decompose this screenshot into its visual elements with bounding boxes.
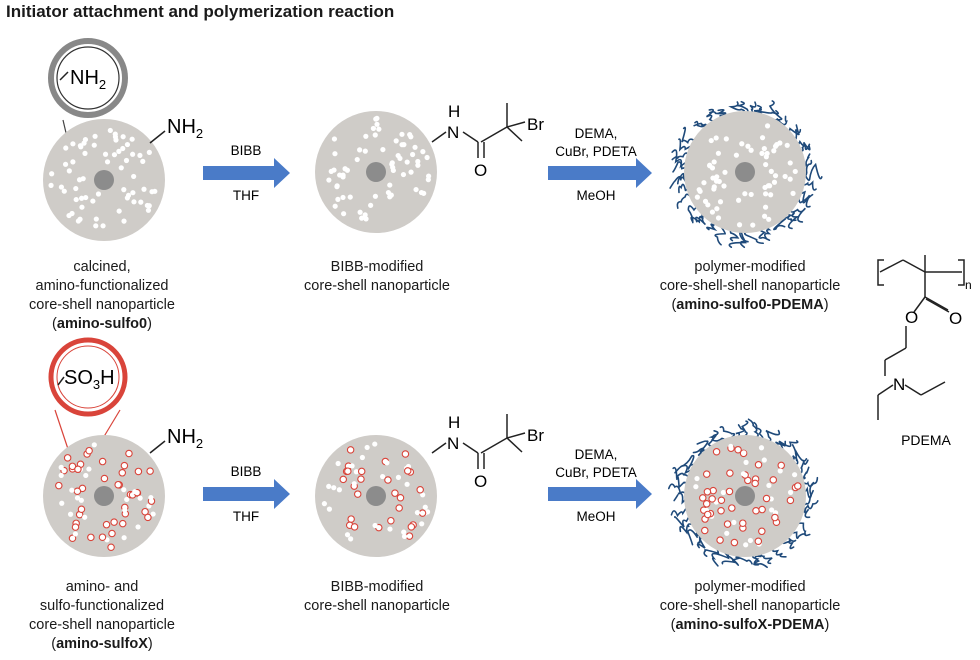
pdema-label: PDEMA (901, 432, 951, 448)
initiator-br: Br (527, 115, 544, 134)
pdema-repeat-n: n (965, 278, 972, 292)
pdema-ester-o: O (905, 308, 918, 327)
initiator-n-2: N (447, 434, 459, 453)
caption-bibb-modified: BIBB-modified core-shell nanoparticle (304, 259, 450, 294)
particle-polymer-modified (669, 100, 823, 249)
pdema-carbonyl-o: O (949, 309, 962, 328)
callout-text-so3h: SO3H (64, 367, 115, 392)
initiator-br-2: Br (527, 426, 544, 445)
initiator-n: N (447, 123, 459, 142)
bibb-initiator-structure (431, 103, 526, 158)
particle-bibb-modified-2 (315, 435, 437, 557)
particle-polymer-modified-2 (667, 418, 819, 569)
particle-core (366, 486, 386, 506)
caption-amino-sulfox: amino- and sulfo-functionalized core-she… (29, 579, 175, 652)
reaction-arrow-bibb-2 (203, 479, 290, 509)
pdema-structure (877, 255, 965, 420)
reagent-catalyst-2: CuBr, PDETA (555, 465, 637, 480)
particle-bibb-modified (315, 111, 437, 233)
particle-core (735, 162, 755, 182)
particle-amino (43, 119, 165, 241)
amino-group-label-2: NH2 (167, 426, 203, 451)
reagent-dema: DEMA, (575, 126, 618, 141)
pdema-amine-n: N (893, 375, 905, 394)
caption-amino-sulfo0-pdema: polymer-modified core-shell-shell nanopa… (659, 259, 841, 313)
caption-amino-sulfox-pdema: polymer-modified core-shell-shell nanopa… (659, 579, 841, 633)
reaction-arrow-atrp (548, 158, 652, 188)
solvent-meoh-2: MeOH (576, 509, 615, 524)
particle-core (735, 486, 755, 506)
particle-core (366, 162, 386, 182)
reaction-arrow-atrp-2 (548, 479, 652, 509)
solvent-meoh: MeOH (576, 188, 615, 203)
initiator-o-2: O (474, 472, 487, 491)
particle-core (94, 486, 114, 506)
caption-amino-sulfo0: calcined, amino-functionalized core-shel… (29, 259, 175, 332)
caption-bibb-modified-2: BIBB-modified core-shell nanoparticle (304, 579, 450, 614)
solvent-thf-2: THF (233, 509, 259, 524)
particle-amino-sulfo (43, 435, 165, 557)
initiator-h-2: H (448, 413, 460, 432)
reagent-catalyst: CuBr, PDETA (555, 144, 637, 159)
initiator-o: O (474, 161, 487, 180)
reagent-bibb-2: BIBB (231, 464, 262, 479)
solvent-thf: THF (233, 188, 259, 203)
initiator-h: H (448, 102, 460, 121)
callout-text-nh2: NH2 (70, 67, 106, 92)
reagent-bibb: BIBB (231, 143, 262, 158)
figure-title: Initiator attachment and polymerization … (6, 2, 395, 21)
amino-group-label: NH2 (167, 116, 203, 141)
particle-core (94, 170, 114, 190)
bibb-initiator-structure-2 (431, 414, 526, 469)
reaction-arrow-bibb (203, 158, 290, 188)
reagent-dema-2: DEMA, (575, 447, 618, 462)
